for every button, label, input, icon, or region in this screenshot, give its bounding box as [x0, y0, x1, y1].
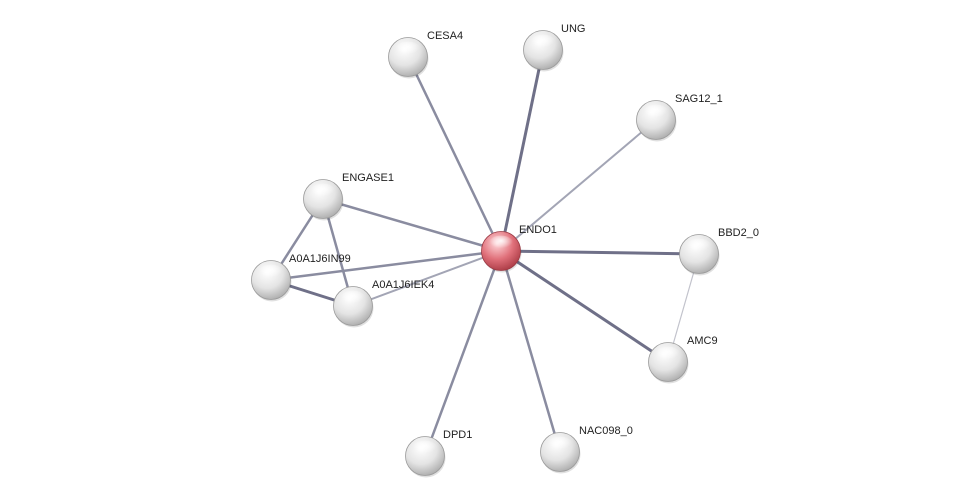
node-label-ung: UNG — [561, 23, 585, 35]
node-cesa4[interactable]: CESA4 — [388, 30, 464, 79]
node-label-bbd2_0: BBD2_0 — [718, 227, 759, 239]
node-bbd2_0[interactable]: BBD2_0 — [679, 227, 759, 276]
node-highlight — [310, 183, 336, 199]
edge-endo1-a0a1j6in99[interactable] — [269, 249, 503, 282]
edge-endo1-amc9[interactable] — [499, 249, 670, 364]
node-label-a0a1j6in99: A0A1J6IN99 — [289, 253, 351, 265]
node-endo1[interactable]: ENDO1 — [481, 224, 557, 273]
node-highlight — [340, 290, 366, 306]
node-a0a1j6in99[interactable]: A0A1J6IN99 — [251, 253, 351, 302]
node-highlight — [412, 440, 438, 456]
node-sag12_1[interactable]: SAG12_1 — [636, 93, 723, 142]
node-label-endo1: ENDO1 — [519, 224, 557, 236]
node-label-dpd1: DPD1 — [443, 429, 472, 441]
node-label-cesa4: CESA4 — [427, 30, 463, 42]
node-highlight — [488, 235, 514, 251]
edge-endo1-nac098_0[interactable] — [499, 249, 562, 454]
node-highlight — [258, 264, 284, 280]
edge-endo1-ung[interactable] — [499, 48, 545, 253]
node-highlight — [530, 34, 556, 50]
node-nac098_0[interactable]: NAC098_0 — [540, 425, 633, 474]
edge-endo1-bbd2_0[interactable] — [499, 249, 701, 256]
node-highlight — [655, 346, 681, 362]
node-a0a1j6iek4[interactable]: A0A1J6IEK4 — [333, 279, 435, 328]
edge-endo1-dpd1[interactable] — [423, 249, 503, 458]
edge-endo1-a0a1j6iek4[interactable] — [352, 250, 502, 307]
nodes-layer: ENDO1 CESA4 UNG SAG12_1ENGASE1BBD2_0A0A1J6I… — [251, 23, 759, 478]
node-highlight — [686, 238, 712, 254]
node-label-sag12_1: SAG12_1 — [675, 93, 723, 105]
node-highlight — [547, 436, 573, 452]
node-amc9[interactable]: AMC9 — [648, 335, 718, 384]
node-label-engase1: ENGASE1 — [342, 172, 394, 184]
edge-endo1-cesa4[interactable] — [406, 55, 503, 253]
node-engase1[interactable]: ENGASE1 — [303, 172, 394, 221]
edge-endo1-sag12_1[interactable] — [500, 119, 657, 252]
node-label-a0a1j6iek4: A0A1J6IEK4 — [372, 279, 434, 291]
node-label-nac098_0: NAC098_0 — [579, 425, 633, 437]
node-highlight — [395, 41, 421, 57]
node-highlight — [643, 104, 669, 120]
node-ung[interactable]: UNG — [523, 23, 586, 72]
edge-endo1-engase1[interactable] — [321, 197, 503, 253]
node-dpd1[interactable]: DPD1 — [405, 429, 473, 478]
node-label-amc9: AMC9 — [687, 335, 718, 347]
